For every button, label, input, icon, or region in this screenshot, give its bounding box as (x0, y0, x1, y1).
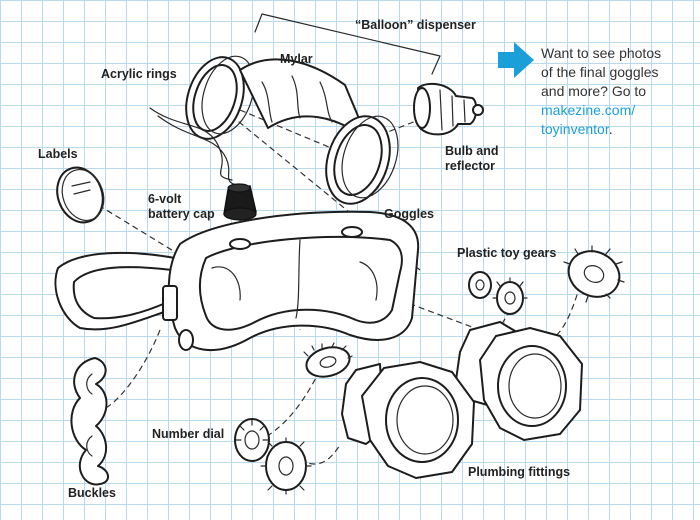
label-disc (56, 166, 105, 224)
number-dial (234, 418, 270, 462)
dispenser-bracket (254, 13, 441, 75)
goggles-body (162, 210, 420, 352)
number-dial-label: Number dial (152, 427, 225, 441)
acrylic-ring-right (325, 115, 399, 205)
note-period: . (608, 121, 613, 137)
plumbing-fitting-left (341, 361, 475, 479)
toy-gear-large (563, 245, 625, 303)
toy-gear-small (468, 271, 492, 299)
acrylic-rings-label: Acrylic rings (101, 67, 177, 81)
mylar-label: Mylar (280, 52, 313, 66)
arrow-icon (498, 42, 534, 78)
plumbing-fitting-right (455, 321, 583, 441)
note-line-2: of the final goggles (541, 64, 659, 80)
goggle-strap (54, 251, 176, 331)
bulb-reflector (413, 82, 484, 136)
battery-cap-label-line2: battery cap (148, 207, 215, 221)
battery-cap (223, 183, 257, 221)
note-line-1: Want to see photos (541, 45, 662, 61)
note-link-part2[interactable]: toyinventor (541, 121, 609, 137)
bulb-reflector-label-line1: Bulb and (445, 144, 499, 158)
bulb-reflector-label-line2: reflector (445, 159, 496, 173)
battery-cap-label-line1: 6-volt (148, 192, 182, 206)
gear-dial (260, 437, 312, 495)
plastic-toy-gears-label: Plastic toy gears (457, 246, 557, 260)
note-line-3: and more? Go to (541, 83, 647, 99)
toy-gear-medium (492, 277, 528, 315)
wires (149, 107, 241, 187)
gear-small-center (303, 342, 353, 378)
buckle (70, 357, 109, 486)
plumbing-fittings-label: Plumbing fittings (468, 465, 571, 479)
note-link-part1[interactable]: makezine.com/ (541, 102, 636, 118)
buckles-label: Buckles (68, 486, 116, 500)
balloon-dispenser-label: “Balloon” dispenser (355, 18, 476, 32)
goggles-label: Goggles (384, 207, 435, 221)
labels-label: Labels (38, 147, 78, 161)
info-note: Want to see photos of the final goggles … (541, 44, 691, 139)
